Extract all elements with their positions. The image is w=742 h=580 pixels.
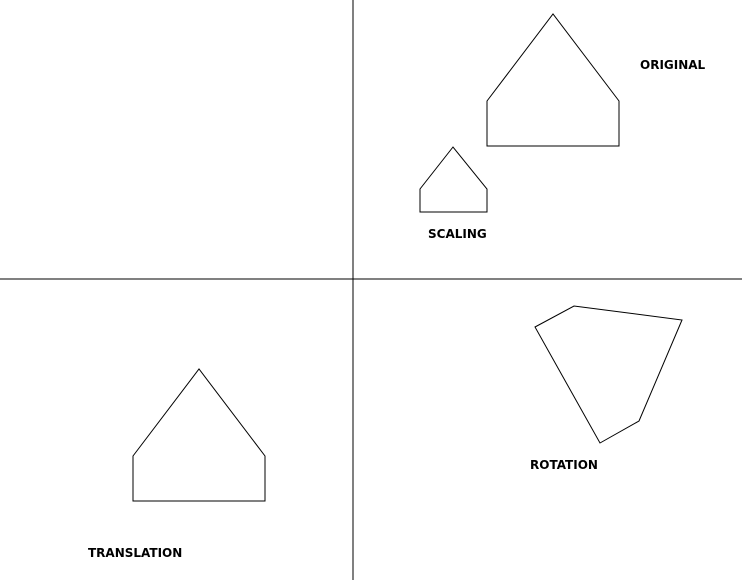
scaled-shape (419, 146, 488, 213)
original-shape (486, 13, 620, 147)
translated-shape (132, 368, 266, 502)
label-scaling: SCALING (428, 227, 487, 241)
label-translation: TRANSLATION (88, 546, 182, 560)
label-original: ORIGINAL (640, 58, 706, 72)
label-rotation: ROTATION (530, 458, 598, 472)
rotated-shape (534, 305, 683, 444)
